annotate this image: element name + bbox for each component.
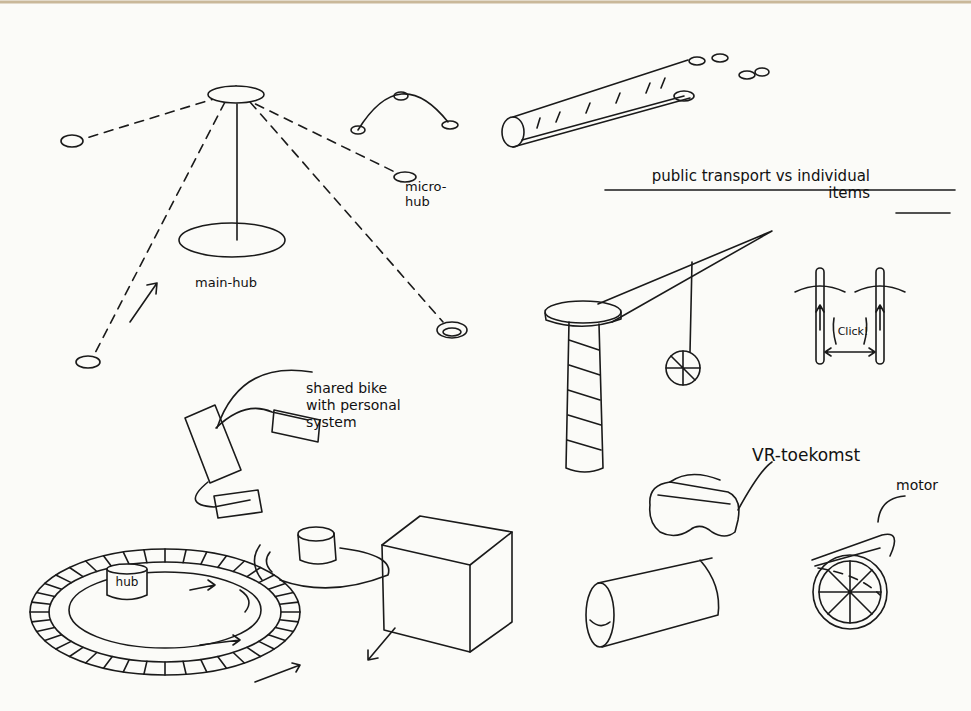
ellipse-outline [207,85,265,104]
track-hash [32,602,51,604]
track-hash [183,661,186,674]
callout-text: motor [896,477,966,494]
track-hash [144,661,147,674]
shared-bike [185,370,320,518]
track-hash [268,583,285,589]
arch-route [351,92,458,134]
underline [605,189,955,191]
hub-network [61,86,467,368]
track-hash [123,660,129,672]
node-label: hub [106,575,148,590]
track-hash [45,635,62,641]
track-hash [56,641,71,649]
track-hash [45,583,62,589]
track-hash [201,660,207,672]
track-hash [201,552,207,564]
callout-text: shared bike with personal system [306,380,406,431]
node-label: micro-hub [405,179,451,209]
note-text: public transport vs individual items [625,168,870,202]
main-hub-disc: main-hub [207,85,265,104]
half-tube [586,558,719,647]
paper-edge [0,1,971,4]
track-hash [30,611,49,613]
callout-text: VR-toekomst [752,447,892,464]
track-hash [247,647,261,656]
track-hash [268,635,285,641]
track-hash [280,602,299,604]
dashed-connector [256,104,394,171]
conveyor-belt [502,54,769,147]
track-hash [281,611,300,613]
track-hash [70,647,84,656]
track-hash [104,657,113,669]
cube-box [368,516,512,660]
track-hash [233,561,244,572]
track-hash [164,549,166,562]
sound-word: Click! [831,323,875,340]
track-hash [280,620,299,622]
track-hash [218,657,227,669]
cup-on-disc [254,527,388,588]
underline [896,212,950,214]
micro-hub-disc: micro-hub [393,171,417,183]
track-hash [37,628,55,632]
track-hash [259,641,274,649]
vr-headset [650,462,772,536]
track-hash [86,653,97,664]
node-label: main-hub [195,275,285,290]
track-loop [30,549,300,682]
track-hash [218,556,227,568]
track-hash [37,593,55,597]
track-hash [32,620,51,622]
post-with-arm [545,231,772,472]
track-hash [123,552,129,564]
wheel-click-detail [795,268,905,364]
track-hash [144,550,147,563]
track-hash [275,628,293,632]
track-hash [70,568,84,577]
hub-cylinder: hub [106,563,148,601]
track-hash [164,662,166,675]
track-hash [86,561,97,572]
track-hash [183,550,186,563]
track-hash [56,575,71,583]
motor-wheel [812,496,905,629]
track-hash [275,593,293,597]
track-hash [233,653,244,664]
